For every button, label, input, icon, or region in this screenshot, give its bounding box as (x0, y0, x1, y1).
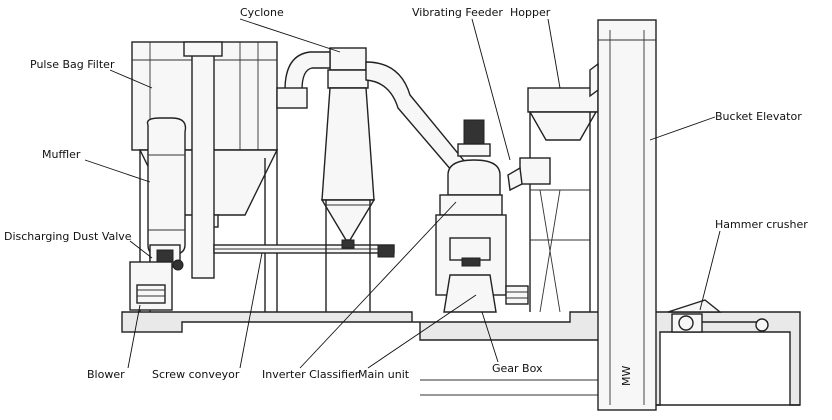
main-unit-label: Main unit (358, 368, 410, 381)
screw-conveyor (213, 244, 395, 254)
inverter-classifier-label: Inverter Classifier (262, 368, 360, 381)
labels: Cyclone Vibrating Feeder Hopper Pulse Ba… (4, 6, 808, 381)
discharging-dust-valve-label: Discharging Dust Valve (4, 230, 132, 243)
cyclone (320, 47, 395, 312)
hammer-crusher (667, 299, 769, 333)
screw-conveyor-label: Screw conveyor (152, 368, 240, 381)
hammer-crusher-label: Hammer crusher (715, 218, 808, 231)
duct-filter-cyclone (276, 51, 331, 109)
cyclone-label: Cyclone (240, 6, 284, 19)
return-duct (183, 41, 223, 279)
elevator-mark-text: MW (620, 366, 633, 386)
elevator-mark: MW (620, 366, 633, 386)
muffler (146, 117, 187, 256)
bucket-elevator-label: Bucket Elevator (715, 110, 802, 123)
gear-box-label: Gear Box (492, 362, 543, 375)
pulse-bag-filter-label: Pulse Bag Filter (30, 58, 115, 71)
blower-label: Blower (87, 368, 125, 381)
blower (129, 244, 184, 311)
duct-cyclone-main (365, 61, 471, 179)
hopper (507, 87, 599, 313)
leader-lines (84, 18, 721, 369)
hopper-label: Hopper (510, 6, 551, 19)
bucket-elevator (589, 19, 657, 411)
main-unit (435, 119, 529, 313)
muffler-label: Muffler (42, 148, 81, 161)
vibrating-feeder-label: Vibrating Feeder (412, 6, 503, 19)
